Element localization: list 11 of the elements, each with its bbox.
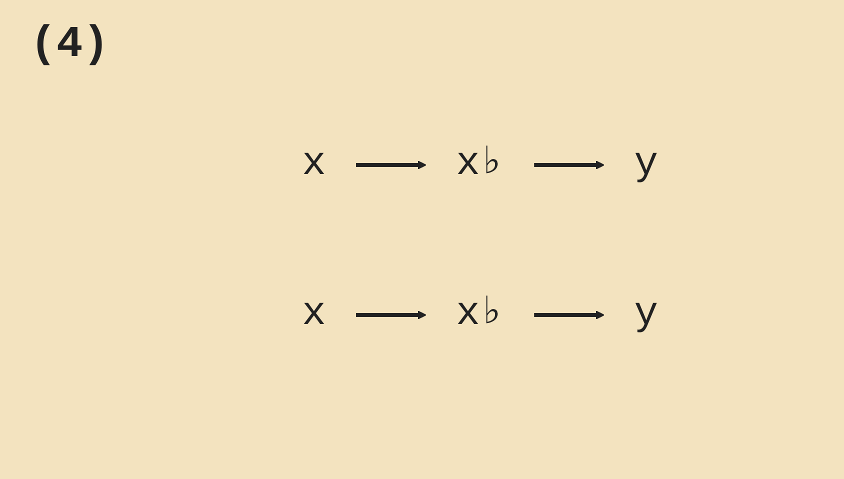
arrow [356, 160, 426, 170]
arrow [356, 310, 426, 320]
node-text: y [634, 292, 658, 337]
node-text: x [302, 292, 326, 337]
figure-number: (4) [30, 20, 110, 70]
arrow [534, 310, 604, 320]
node-text: y [634, 142, 658, 187]
node-text: x♭ [456, 142, 504, 187]
node-text: x♭ [456, 292, 504, 337]
arrow [534, 160, 604, 170]
node-text: x [302, 142, 326, 187]
